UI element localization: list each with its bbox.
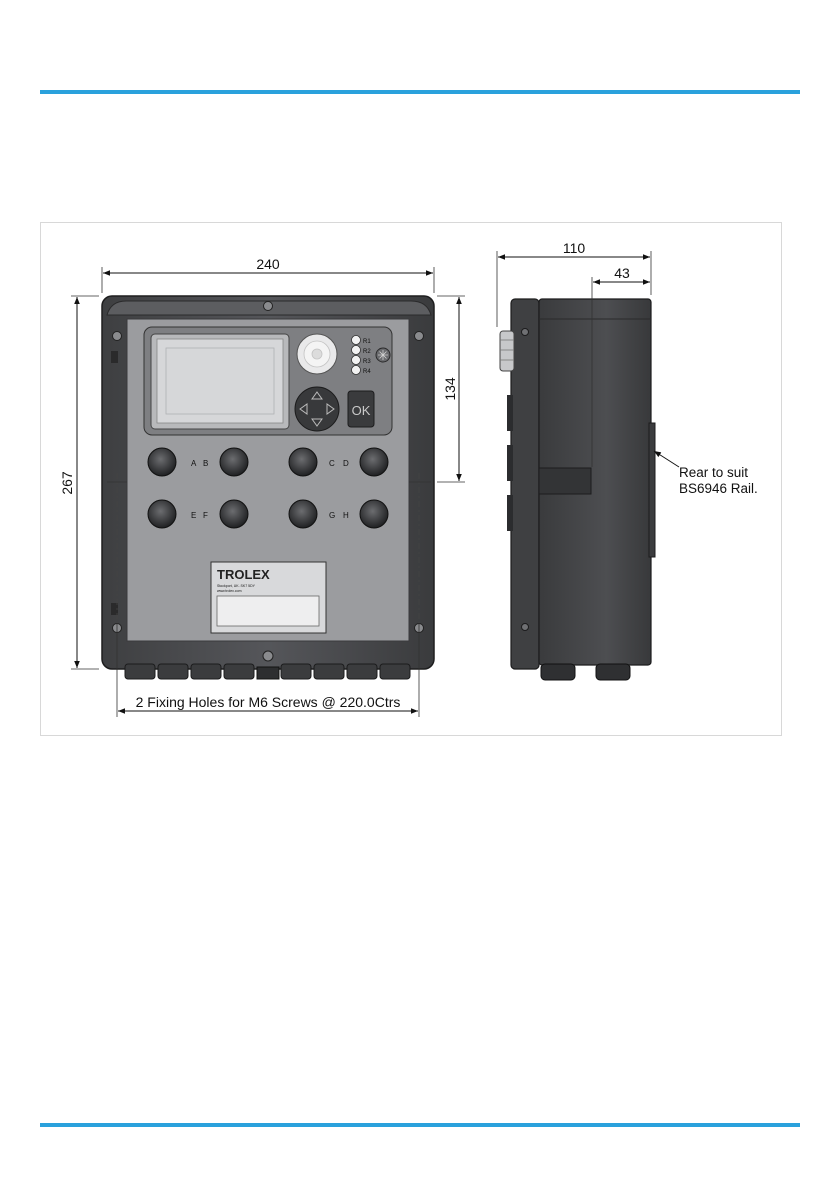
front-view: R1 R2 R3 R4 OK xyxy=(102,296,434,679)
fixing-holes-note: 2 Fixing Holes for M6 Screws @ 220.0Ctrs xyxy=(136,694,401,710)
connector-label-f: F xyxy=(203,511,208,520)
screw-icon xyxy=(522,624,529,631)
side-gland xyxy=(541,664,575,680)
relay-led-3 xyxy=(352,356,361,365)
connector-label-h: H xyxy=(343,511,349,520)
dim-display-height: 134 xyxy=(442,377,458,401)
relay-led-4 xyxy=(352,366,361,375)
connector-c xyxy=(289,448,317,476)
screw-icon xyxy=(263,651,273,661)
side-connector-stub xyxy=(507,495,513,531)
beacon-center xyxy=(312,349,322,359)
dimension-drawing: R1 R2 R3 R4 OK xyxy=(40,222,782,736)
connector-g xyxy=(289,500,317,528)
dim-offset: 43 xyxy=(614,265,630,281)
gland xyxy=(314,664,344,679)
side-lid xyxy=(511,299,539,669)
nav-keypad[interactable] xyxy=(295,387,339,431)
rail-note-line1: Rear to suit xyxy=(679,465,748,480)
side-gland xyxy=(596,664,630,680)
hinge-clip xyxy=(111,351,118,363)
nameplate-brand: TROLEX xyxy=(217,567,270,582)
gland xyxy=(125,664,155,679)
connector-d xyxy=(360,448,388,476)
relay-label-2: R2 xyxy=(363,349,371,355)
gland xyxy=(380,664,410,679)
rail-note-line2: BS6946 Rail. xyxy=(679,481,758,496)
screw-icon xyxy=(264,302,273,311)
connector-label-g: G xyxy=(329,511,335,520)
gland xyxy=(158,664,188,679)
gland xyxy=(281,664,311,679)
dim-height: 267 xyxy=(59,471,75,495)
gland xyxy=(191,664,221,679)
connector-f xyxy=(220,500,248,528)
side-connector-stub xyxy=(507,395,513,431)
screw-icon xyxy=(113,332,122,341)
beacon-side xyxy=(500,331,514,371)
knob-grip xyxy=(378,350,388,360)
lcd-screen xyxy=(157,339,283,423)
dpad[interactable] xyxy=(295,387,339,431)
side-connector-stub xyxy=(507,445,513,481)
relay-led-2 xyxy=(352,346,361,355)
nameplate-blank xyxy=(217,596,319,626)
gland xyxy=(347,664,377,679)
dim-depth: 110 xyxy=(563,240,586,256)
nameplate: TROLEX Stockport, UK. SK7 5DY www.trolex… xyxy=(211,562,326,633)
ok-button-label: OK xyxy=(352,403,371,418)
side-step xyxy=(539,468,591,494)
side-view xyxy=(500,299,655,680)
bottom-tab xyxy=(257,667,279,679)
connector-a xyxy=(148,448,176,476)
screw-icon xyxy=(415,332,424,341)
relay-label-1: R1 xyxy=(363,339,371,345)
connector-label-b: B xyxy=(203,459,208,468)
footer-rule xyxy=(40,1123,800,1127)
relay-label-3: R3 xyxy=(363,359,371,365)
drawing-canvas: R1 R2 R3 R4 OK xyxy=(41,223,781,735)
rail-leader xyxy=(654,451,679,467)
rear-rail xyxy=(649,423,655,557)
connector-b xyxy=(220,448,248,476)
connector-h xyxy=(360,500,388,528)
relay-label-4: R4 xyxy=(363,369,371,375)
connector-label-d: D xyxy=(343,459,349,468)
gland xyxy=(224,664,254,679)
connector-label-c: C xyxy=(329,459,335,468)
connector-label-e: E xyxy=(191,511,196,520)
dim-width: 240 xyxy=(256,256,280,272)
relay-led-1 xyxy=(352,336,361,345)
nameplate-address: Stockport, UK. SK7 5DY xyxy=(217,584,256,588)
nameplate-website: www.trolex.com xyxy=(217,589,242,593)
header-rule xyxy=(40,90,800,94)
connector-label-a: A xyxy=(191,459,197,468)
connector-e xyxy=(148,500,176,528)
screw-icon xyxy=(522,329,529,336)
